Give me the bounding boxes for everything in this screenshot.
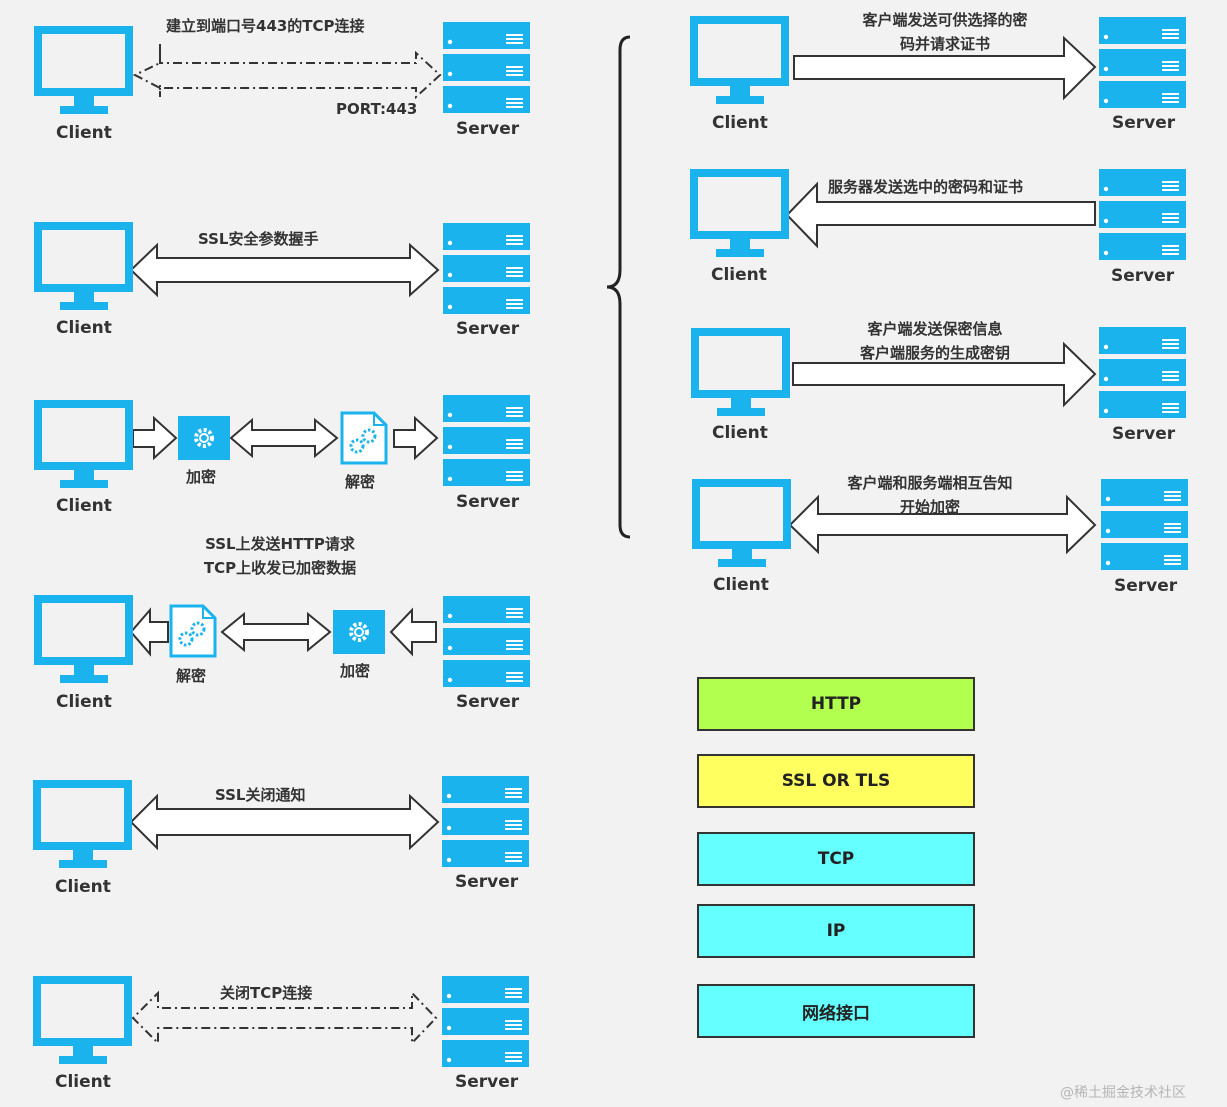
decrypt-arrow-3 <box>389 607 437 657</box>
ssl-handshake-label: SSL安全参数握手 <box>198 230 319 248</box>
client-monitor-icon <box>695 332 786 416</box>
server-icon <box>442 776 529 867</box>
finished-label-line1: 客户端和服务端相互告知 <box>847 474 1013 492</box>
ssl-close-label: SSL关闭通知 <box>215 786 306 804</box>
server-hello-label: 服务器发送选中的密码和证书 <box>828 178 1024 196</box>
encrypt-arrow-3 <box>393 415 439 461</box>
stack-layer-tcp: TCP <box>697 832 975 886</box>
client-hello-label-line1: 客户端发送可供选择的密 <box>862 11 1028 29</box>
client-label: Client <box>56 496 112 516</box>
decrypt-label: 解密 <box>176 667 207 685</box>
server-label: Server <box>455 872 519 892</box>
finished-label-line2: 开始加密 <box>899 498 960 516</box>
decrypt-document-icon <box>169 604 217 658</box>
server-icon <box>443 395 530 486</box>
client-label: Client <box>56 692 112 712</box>
client-hello-arrow <box>793 35 1097 101</box>
server-label: Server <box>456 692 520 712</box>
encrypt-arrow-2 <box>229 417 339 459</box>
tcp-close-arrow <box>131 990 438 1046</box>
client-monitor-icon <box>38 599 129 683</box>
server-label: Server <box>1111 266 1175 286</box>
client-monitor-icon <box>37 784 128 868</box>
decrypt-arrow-2 <box>220 611 332 653</box>
tcp-connect-label: 建立到端口号443的TCP连接 <box>166 17 365 35</box>
client-label: Client <box>711 265 767 285</box>
stack-layer-ip: IP <box>697 904 975 958</box>
server-label: Server <box>1112 424 1176 444</box>
decrypt-document-icon <box>340 411 388 465</box>
client-label: Client <box>713 575 769 595</box>
stack-layer-network-interface: 网络接口 <box>697 984 975 1038</box>
port-label: PORT:443 <box>336 100 418 118</box>
stack-layer-http: HTTP <box>697 677 975 731</box>
client-monitor-icon <box>696 483 787 567</box>
server-label: Server <box>1112 113 1176 133</box>
client-label: Client <box>56 123 112 143</box>
client-monitor-icon <box>38 404 129 488</box>
server-icon <box>1099 169 1186 260</box>
client-label: Client <box>55 1072 111 1092</box>
connection-arrows <box>129 35 1097 1046</box>
encrypt-label: 加密 <box>340 662 371 680</box>
decrypt-label: 解密 <box>345 473 376 491</box>
server-icon <box>443 22 530 113</box>
client-key-label-line1: 客户端发送保密信息 <box>867 320 1003 338</box>
transfer-label-line2: TCP上收发已加密数据 <box>203 559 357 577</box>
server-label: Server <box>456 119 520 139</box>
server-icon <box>442 976 529 1067</box>
client-hello-label-line2: 码并请求证书 <box>899 35 990 53</box>
client-label: Client <box>55 877 111 897</box>
finished-arrow <box>788 494 1097 555</box>
server-label: Server <box>455 1072 519 1092</box>
client-label: Client <box>712 423 768 443</box>
server-icon <box>1099 17 1186 108</box>
client-monitor-icon <box>694 173 785 257</box>
client-monitor-icon <box>694 20 785 104</box>
transfer-label-line1: SSL上发送HTTP请求 <box>205 535 355 553</box>
watermark: @稀土掘金技术社区 <box>1060 1085 1186 1101</box>
server-label: Server <box>1114 576 1178 596</box>
client-monitor-icon <box>38 226 129 310</box>
server-label: Server <box>456 492 520 512</box>
client-monitor-icon <box>38 30 129 114</box>
encrypt-gear-icon <box>176 414 232 462</box>
server-icon <box>443 596 530 687</box>
encrypt-gear-icon <box>331 608 387 656</box>
encrypt-label: 加密 <box>186 468 217 486</box>
decrypt-arrow-1 <box>129 607 169 657</box>
server-icon <box>1101 479 1188 570</box>
server-label: Server <box>456 319 520 339</box>
tcp-close-label: 关闭TCP连接 <box>220 984 313 1002</box>
server-icon <box>443 223 530 314</box>
server-hello-arrow <box>785 181 1096 249</box>
client-key-arrow <box>792 341 1097 408</box>
client-key-label-line2: 客户端服务的生成密钥 <box>859 344 1010 362</box>
tcp-connect-arrow <box>132 43 442 100</box>
stack-layer-ssl-tls: SSL OR TLS <box>697 754 975 808</box>
client-label: Client <box>712 113 768 133</box>
ssl-handshake-arrow <box>129 242 440 298</box>
encrypt-arrow-1 <box>132 415 178 461</box>
client-label: Client <box>56 318 112 338</box>
client-monitor-icon <box>37 980 128 1064</box>
handshake-brace <box>606 35 631 539</box>
ssl-close-arrow <box>129 793 440 851</box>
server-icon <box>1099 327 1186 418</box>
